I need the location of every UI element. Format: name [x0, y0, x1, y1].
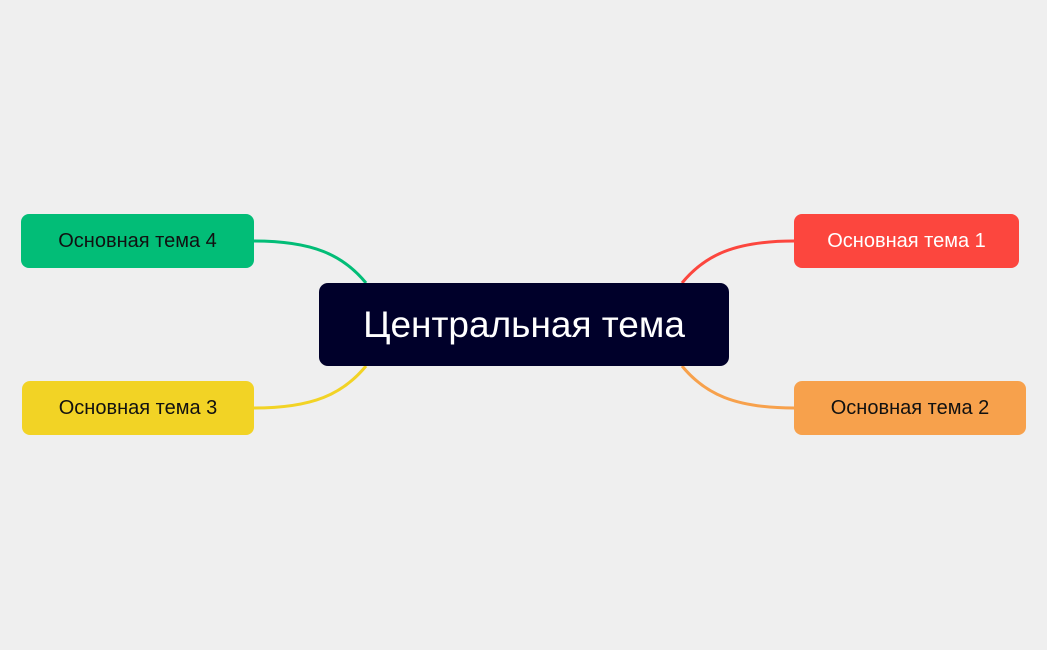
- connector-topic-2: [680, 365, 795, 410]
- main-topic-2[interactable]: Основная тема 2: [794, 381, 1026, 435]
- main-topic-4[interactable]: Основная тема 4: [21, 214, 254, 268]
- connector-topic-3: [253, 365, 368, 410]
- main-topic-3-label: Основная тема 3: [58, 396, 218, 419]
- main-topic-4-label: Основная тема 4: [58, 229, 217, 252]
- main-topic-3[interactable]: Основная тема 3: [22, 381, 254, 435]
- central-topic[interactable]: Центральная тема: [319, 283, 729, 366]
- connector-topic-1: [680, 239, 795, 284]
- main-topic-1[interactable]: Основная тема 1: [794, 214, 1019, 268]
- central-topic-label: Центральная тема: [363, 303, 685, 345]
- connector-topic-4: [253, 239, 368, 284]
- main-topic-2-label: Основная тема 2: [830, 396, 990, 419]
- main-topic-1-label: Основная тема 1: [827, 229, 986, 252]
